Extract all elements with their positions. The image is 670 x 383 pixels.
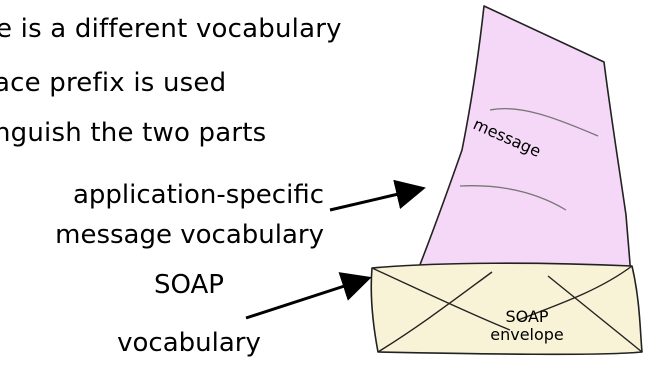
envelope-fold-right (547, 275, 643, 353)
soap-label-line-1: SOAP (154, 270, 224, 300)
soap-label-line-2: vocabulary (117, 328, 261, 358)
envelope-text-line-1: SOAP (505, 307, 548, 326)
paper-scribble-2 (459, 185, 567, 211)
app-label-line-2: message vocabulary (55, 220, 324, 250)
bullet-text-line-3: nguish the two parts (0, 118, 267, 148)
bullet-text-line-2: ace prefix is used (0, 68, 227, 98)
paper-scribble-1 (489, 107, 599, 137)
soap-vocabulary-label: SOAP vocabulary (0, 270, 378, 358)
arrow-to-envelope (245, 272, 372, 320)
envelope-fold-left (377, 271, 493, 353)
bullet-text-line-1: e is a different vocabulary (0, 14, 342, 44)
arrow-to-message (329, 179, 426, 212)
envelope-flap-right (517, 265, 633, 321)
envelope-flap-left (371, 267, 511, 331)
envelope-text-line-2: envelope (490, 325, 564, 344)
app-label-line-1: application-specific (72, 180, 324, 210)
app-vocabulary-label: application-specific message vocabulary (55, 180, 324, 250)
